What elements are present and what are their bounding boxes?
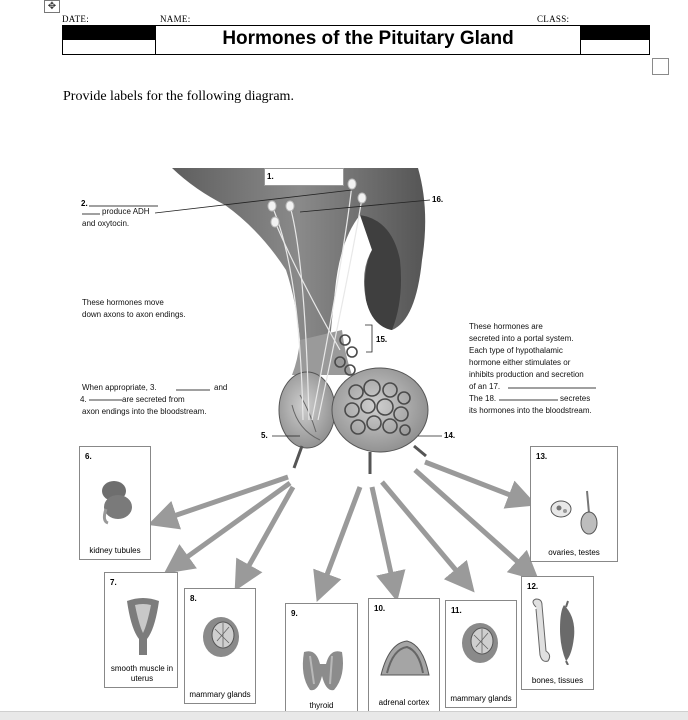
answer-box-1[interactable] <box>264 168 344 186</box>
target-10-num: 10. <box>374 604 386 613</box>
ovary-testis-icon <box>550 490 598 535</box>
portal-text-1: These hormones are <box>469 322 543 331</box>
mammary-gland-icon <box>203 617 239 657</box>
portal-text-7b: secretes <box>560 394 591 403</box>
bone-muscle-icon <box>532 598 575 665</box>
arrow-to-8 <box>234 485 296 592</box>
when-text-4-num: 4. <box>80 395 87 404</box>
page-title: Hormones of the Pituitary Gland <box>222 28 514 49</box>
move-text-a: These hormones move <box>82 298 164 307</box>
title-table: Hormones of the Pituitary Gland <box>62 25 650 55</box>
title-cell-right <box>580 26 649 54</box>
name-label: NAME: <box>160 14 191 24</box>
when-text-b: are secreted from <box>122 395 185 404</box>
kidney-icon <box>102 481 132 525</box>
date-label: DATE: <box>62 14 89 24</box>
target-8-num: 8. <box>190 594 197 603</box>
anterior-lobe <box>331 367 429 453</box>
target-8-label: mammary glands <box>189 690 251 699</box>
label-16: 16. <box>432 195 444 204</box>
title-cell-left <box>63 26 156 54</box>
posterior-lobe <box>278 371 336 449</box>
thyroid-icon <box>302 651 343 691</box>
arrow-to-7 <box>163 480 292 574</box>
portal-text-6: of an 17. <box>469 382 501 391</box>
target-7-num: 7. <box>110 578 117 587</box>
target-13-num: 13. <box>536 452 548 461</box>
when-text-a: When appropriate, 3. <box>82 383 157 392</box>
target-box-7: 7. smooth muscle in uterus <box>104 572 178 688</box>
arrow-to-11 <box>380 480 475 593</box>
target-9-label: thyroid <box>309 701 334 710</box>
target-box-6: 6. kidney tubules <box>79 446 151 560</box>
instructions: Provide labels for the following diagram… <box>63 89 294 104</box>
target-box-8: 8. mammary glands <box>184 588 256 704</box>
table-move-handle[interactable]: ✥ <box>44 0 60 13</box>
label-15: 15. <box>376 335 388 344</box>
label-2-text-a: produce ADH <box>102 207 150 216</box>
target-box-13: 13. ovaries, testes <box>530 446 618 562</box>
label-14: 14. <box>444 431 456 440</box>
target-13-label: ovaries, testes <box>548 548 600 557</box>
target-10-label: adrenal cortex <box>378 698 430 707</box>
target-7-label: smooth muscle in uterus <box>110 664 174 683</box>
target-12-label: bones, tissues <box>531 676 584 685</box>
arrow-to-10 <box>369 486 406 602</box>
arrow-to-13 <box>424 459 537 509</box>
target-box-12: 12. bones, tissues <box>521 576 594 690</box>
mammary-gland-icon <box>462 623 498 663</box>
checkbox[interactable] <box>652 58 669 75</box>
portal-text-3: Each type of hypothalamic <box>469 346 563 355</box>
uterus-icon <box>127 598 159 655</box>
adrenal-gland-icon <box>380 640 430 676</box>
portal-text-7a: The 18. <box>469 394 497 403</box>
target-box-10: 10. adrenal cortex <box>368 598 440 712</box>
portal-text-5: inhibits production and secretion <box>469 370 584 379</box>
when-text-c: axon endings into the bloodstream. <box>82 407 207 416</box>
status-bar <box>0 711 688 720</box>
portal-text-4: hormone either stimulates or <box>469 358 571 367</box>
target-6-label: kidney tubules <box>89 546 141 555</box>
label-2: 2. <box>81 199 88 208</box>
portal-text-2: secreted into a portal system. <box>469 334 574 343</box>
arrow-to-9 <box>313 486 363 603</box>
move-text-b: down axons to axon endings. <box>82 310 186 319</box>
arrow-to-12 <box>413 468 540 581</box>
label-5: 5. <box>261 431 268 440</box>
target-6-num: 6. <box>85 452 92 461</box>
label-1: 1. <box>267 172 274 181</box>
target-11-num: 11. <box>451 606 462 615</box>
target-9-num: 9. <box>291 609 298 618</box>
portal-text-8: its hormones into the bloodstream. <box>469 406 592 415</box>
class-label: CLASS: <box>537 14 570 24</box>
arrow-to-6 <box>147 474 289 530</box>
target-box-11: 11. mammary glands <box>445 600 517 708</box>
target-box-9: 9. thyroid <box>285 603 358 715</box>
target-11-label: mammary glands <box>450 694 512 703</box>
label-2-text-b: and oxytocin. <box>82 219 130 228</box>
when-text-and: and <box>214 383 228 392</box>
target-12-num: 12. <box>527 582 539 591</box>
